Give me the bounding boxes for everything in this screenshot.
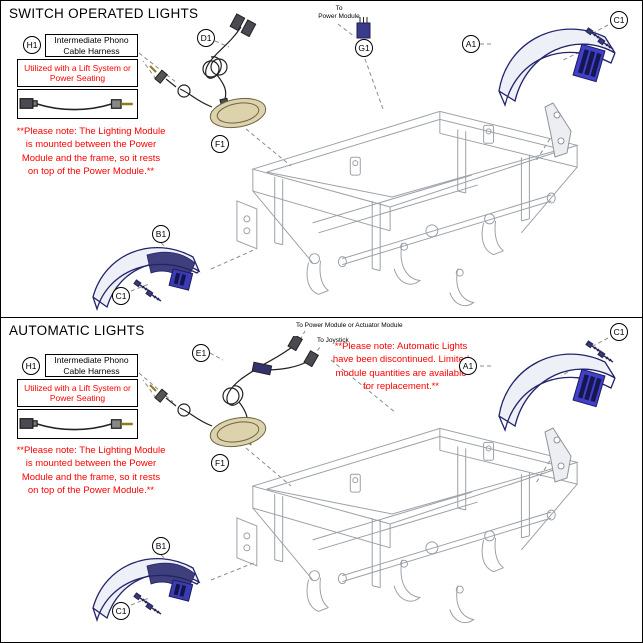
screws-c1-bottom-left	[133, 592, 162, 615]
phono-cable-drawing	[20, 419, 133, 430]
callout-c1-top-right: C1	[610, 323, 628, 341]
callout-c1-top-right: C1	[610, 11, 628, 29]
lighting-module-disc-f1	[149, 384, 270, 452]
callout-a1: A1	[462, 35, 480, 53]
panel-automatic-lights: AUTOMATIC LIGHTS To Power Module or Actu…	[1, 318, 642, 642]
callout-d1: D1	[197, 29, 215, 47]
exploded-diagram-automatic-lights	[92, 330, 616, 624]
callout-b1: B1	[152, 537, 170, 555]
panel-divider	[1, 317, 642, 318]
to-joystick-label: To Joystick	[317, 337, 349, 344]
harness-image-box	[17, 409, 138, 439]
harness-usage-box: Utilized with a Lift System or Power Sea…	[17, 379, 138, 407]
fender-assembly-a1	[498, 353, 616, 483]
automatic-discontinued-note: **Please note: Automatic Lights have bee…	[332, 341, 470, 392]
chassis-frame-drawing	[236, 427, 578, 624]
callout-a1: A1	[459, 357, 477, 375]
harness-image-box	[17, 89, 138, 119]
to-power-module-label: To Power Module	[318, 5, 360, 21]
chassis-frame-drawing	[236, 110, 578, 307]
callout-f1: F1	[211, 135, 229, 153]
panel-title: AUTOMATIC LIGHTS	[9, 323, 145, 338]
harness-name-box: Intermediate Phono Cable Harness	[45, 34, 138, 57]
panel-switch-operated-lights: SWITCH OPERATED LIGHTS H1 Intermediate P…	[1, 1, 642, 317]
panel-title: SWITCH OPERATED LIGHTS	[9, 6, 199, 21]
callout-h1: H1	[22, 357, 40, 375]
to-power-or-actuator-label: To Power Module or Actuator Module	[296, 322, 403, 329]
callout-c1-bottom-left: C1	[112, 287, 130, 305]
harness-usage-box: Utilized with a Lift System or Power Sea…	[17, 59, 138, 87]
callout-e1: E1	[192, 344, 210, 362]
callout-g1: G1	[355, 39, 373, 57]
screws-c1-bottom-left	[133, 279, 162, 302]
callout-h1: H1	[23, 36, 41, 54]
fender-assembly-b1	[92, 246, 200, 310]
fender-assembly-b1	[92, 557, 200, 621]
lighting-module-note: **Please note: The Lighting Module is mo…	[16, 445, 166, 496]
lighting-module-note: **Please note: The Lighting Module is mo…	[16, 126, 166, 177]
exploded-diagram-switch-lights	[92, 12, 616, 310]
harness-name-box: Intermediate Phono Cable Harness	[45, 354, 138, 377]
callout-b1: B1	[152, 225, 170, 243]
callout-f1: F1	[211, 454, 229, 472]
callout-c1-bottom-left: C1	[112, 602, 130, 620]
phono-cable-drawing	[20, 99, 133, 110]
